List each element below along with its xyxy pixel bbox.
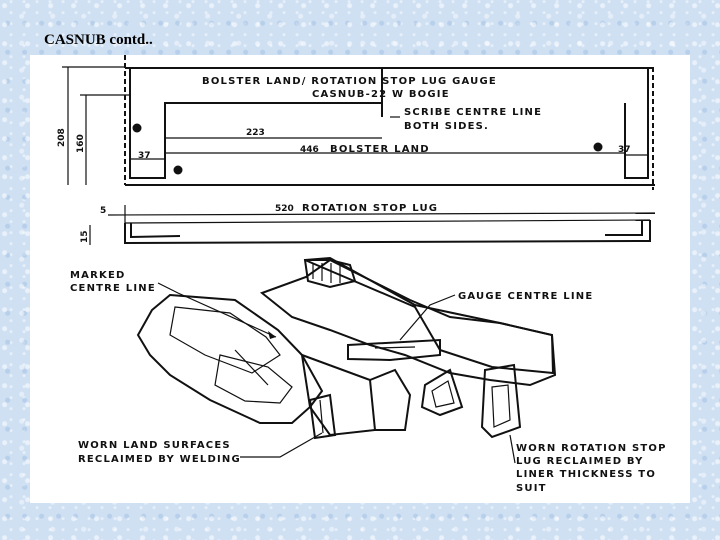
leader-marked-centre-line [157, 282, 277, 338]
rotation-stop-lug-label: ROTATION STOP LUG [302, 203, 438, 214]
leader-worn-rotation [509, 434, 516, 464]
reference-dot-lower [173, 165, 183, 175]
gauge-title-line1: BOLSTER LAND/ ROTATION STOP LUG GAUGE [202, 76, 497, 87]
gauge-title-line2: CASNUB-22 W BOGIE [312, 89, 450, 100]
dim-line-520 [107, 212, 656, 216]
lug-gauge-top [124, 219, 651, 224]
lug-gauge-outline [124, 220, 651, 245]
dim-520: 520 [275, 204, 294, 214]
worn-land-pad [308, 393, 337, 440]
leader-arrow-marked [268, 331, 276, 339]
scribe-label-line1: SCRIBE CENTRE LINE [404, 107, 542, 118]
worn-rotation-line4: SUIT [516, 483, 547, 494]
worn-land-pad-edge [319, 399, 324, 434]
bolster-land-label: BOLSTER LAND [330, 144, 430, 155]
slide-title: CASNUB contd.. [44, 32, 153, 48]
bolster-end-casting [136, 293, 324, 424]
worn-land-line1: WORN LAND SURFACES [78, 440, 231, 451]
worn-rotation-line1: WORN ROTATION STOP [516, 443, 667, 454]
gauge-centre-line-label: GAUGE CENTRE LINE [458, 291, 593, 302]
bolster-centre-pad [347, 338, 441, 362]
leader-gauge-centre-line [399, 294, 456, 341]
scribe-label-line2: BOTH SIDES. [404, 121, 489, 132]
dim-37-left: 37 [138, 151, 151, 161]
triangular-lug [420, 368, 464, 417]
worn-rotation-line3: LINER THICKNESS TO [516, 469, 656, 480]
drawing-svg: BOLSTER LAND/ ROTATION STOP LUG GAUGE CA… [57, 55, 667, 494]
worn-rotation-line2: LUG RECLAIMED BY [516, 456, 644, 467]
dim-160: 160 [76, 134, 86, 153]
bolster-land-gauge: BOLSTER LAND/ ROTATION STOP LUG GAUGE CA… [57, 55, 655, 190]
centre-pad-slot [374, 346, 416, 349]
reference-dot-left [132, 123, 142, 133]
dim-15: 15 [80, 230, 90, 243]
reference-dot-right [593, 142, 603, 152]
dim-5: 5 [100, 206, 106, 216]
worn-land-line2: RECLAIMED BY WELDING [78, 454, 241, 465]
bolster-window-lower [214, 354, 293, 404]
marked-label-line2: CENTRE LINE [70, 283, 156, 294]
dim-208: 208 [57, 128, 67, 147]
bolster-underside [369, 368, 412, 431]
dim-223: 223 [246, 128, 265, 138]
gauge-inner-right-profile [624, 68, 649, 179]
rotation-stop-lug-gauge: 5 520 ROTATION STOP LUG 15 [80, 203, 656, 245]
marked-label-line1: MARKED [70, 270, 125, 281]
bolster-isometric-view: MARKED CENTRE LINE GAUGE CENTRE LINE WOR… [70, 256, 667, 494]
lug-gauge-inner-right [605, 220, 643, 236]
bolster-window-upper [169, 306, 281, 374]
triangular-lug-inner [431, 380, 455, 408]
gauge-block [304, 256, 555, 375]
rotation-lug [480, 363, 522, 439]
dim-446: 446 [300, 145, 319, 155]
dim-37-right: 37 [618, 145, 631, 155]
gauge-inner-left-profile [129, 68, 382, 179]
lug-gauge-inner-left [130, 223, 181, 239]
engineering-drawing: BOLSTER LAND/ ROTATION STOP LUG GAUGE CA… [30, 55, 690, 503]
bolster-rib [234, 349, 269, 386]
rotation-lug-liner [491, 384, 511, 428]
bolster-side-flange [300, 353, 377, 437]
leader-worn-land [240, 432, 323, 458]
